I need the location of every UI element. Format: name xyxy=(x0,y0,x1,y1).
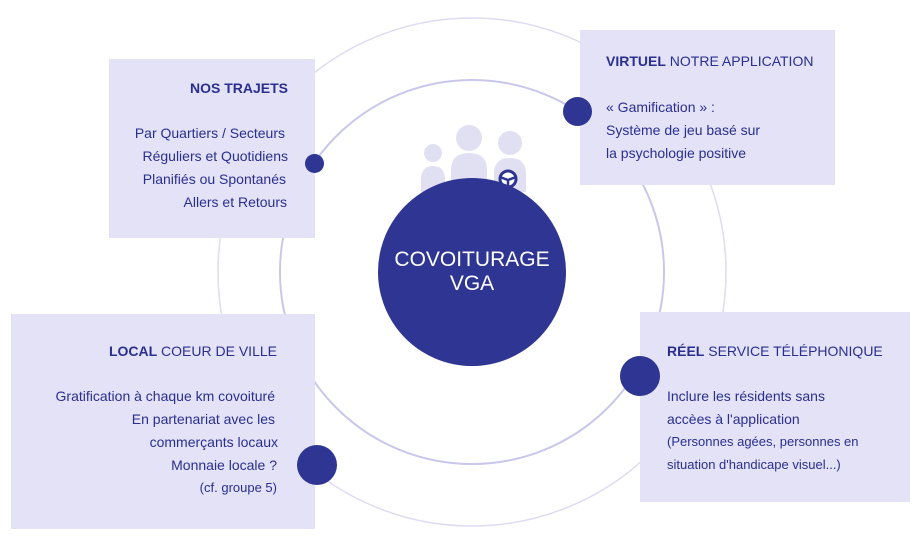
box-line: commerçants locaux xyxy=(149,434,278,450)
box-line: (cf. groupe 5) xyxy=(199,480,277,495)
box-line: la psychologie positive xyxy=(606,145,747,161)
connector-dot-local xyxy=(297,445,337,485)
box-title-bold: VIRTUEL xyxy=(606,53,666,69)
box-local: LOCAL COEUR DE VILLE Gratification à cha… xyxy=(11,314,315,529)
box-line: Monnaie locale ? xyxy=(171,457,277,473)
connector-dot-virtuel xyxy=(563,97,592,126)
center-title-line2: VGA xyxy=(449,272,495,295)
box-line: Inclure les résidents sans xyxy=(667,388,825,404)
box-reel: RÉEL SERVICE TÉLÉPHONIQUE Inclure les ré… xyxy=(640,312,910,502)
box-line: (Personnes agées, personnes en xyxy=(667,434,859,449)
box-line: Réguliers et Quotidiens xyxy=(142,148,288,164)
box-title-rest: COEUR DE VILLE xyxy=(157,343,277,359)
box-line: Allers et Retours xyxy=(183,194,287,210)
box-line: situation d'handicape visuel...) xyxy=(667,457,841,472)
box-line: accèes à l'application xyxy=(667,411,800,427)
center-title-line1: COVOITURAGE xyxy=(394,248,550,271)
box-line: « Gamification » : xyxy=(606,99,715,115)
box-title: RÉEL SERVICE TÉLÉPHONIQUE xyxy=(667,343,883,359)
box-line: Gratification à chaque km covoituré xyxy=(55,388,275,404)
box-title-rest: NOTRE APPLICATION xyxy=(665,53,814,69)
box-title: LOCAL COEUR DE VILLE xyxy=(109,343,277,359)
box-title: NOS TRAJETS xyxy=(189,80,288,96)
box-line: Planifiés ou Spontanés xyxy=(142,171,286,187)
center-circle: COVOITURAGE VGA xyxy=(378,178,566,366)
box-line: Par Quartiers / Secteurs xyxy=(134,125,285,141)
connector-dot-reel xyxy=(620,356,660,396)
box-line: Système de jeu basé sur xyxy=(606,122,761,138)
box-line: En partenariat avec les xyxy=(131,411,275,427)
box-title-bold: RÉEL xyxy=(667,343,705,359)
box-nos-trajets: NOS TRAJETS Par Quartiers / Secteurs Rég… xyxy=(109,59,315,238)
box-title-bold: LOCAL xyxy=(108,343,158,359)
box-title: VIRTUEL NOTRE APPLICATION xyxy=(606,53,813,69)
box-virtuel: VIRTUEL NOTRE APPLICATION « Gamification… xyxy=(580,30,835,185)
connector-dot-trajets xyxy=(305,154,324,173)
box-title-rest: SERVICE TÉLÉPHONIQUE xyxy=(704,343,883,359)
